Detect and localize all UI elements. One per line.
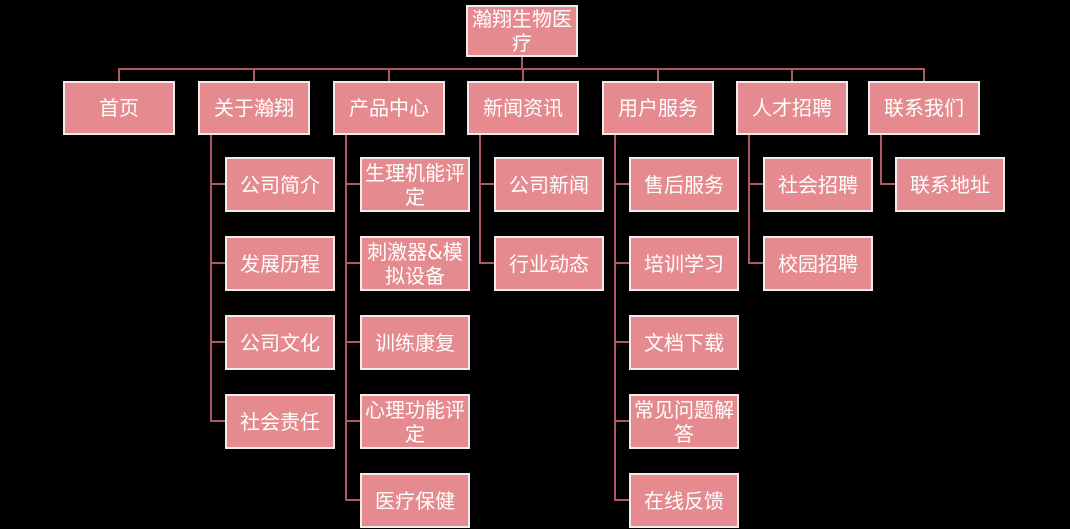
- node-industry-trends[interactable]: 行业动态: [494, 236, 604, 291]
- connector-stub-services-2: [614, 341, 629, 343]
- node-online-feedback[interactable]: 在线反馈: [629, 473, 739, 528]
- connector-stub-careers-1: [748, 262, 763, 264]
- node-services[interactable]: 用户服务: [602, 81, 714, 135]
- connector-drop-about: [253, 68, 255, 81]
- connector-stub-about-0: [210, 183, 225, 185]
- connector-stub-products-4: [345, 499, 360, 501]
- node-company-culture[interactable]: 公司文化: [225, 315, 335, 370]
- connector-drop-home: [118, 68, 120, 81]
- node-document-download[interactable]: 文档下载: [629, 315, 739, 370]
- node-contact-address[interactable]: 联系地址: [895, 157, 1005, 212]
- connector-stub-contact-0: [880, 183, 895, 185]
- node-faq[interactable]: 常见问题解答: [629, 394, 739, 449]
- connector-stub-about-2: [210, 341, 225, 343]
- connector-stub-products-3: [345, 420, 360, 422]
- node-about[interactable]: 关于瀚翔: [198, 81, 310, 135]
- node-social-responsibility[interactable]: 社会责任: [225, 394, 335, 449]
- connector-stub-products-0: [345, 183, 360, 185]
- connector-stub-careers-0: [748, 183, 763, 185]
- connector-drop-careers: [791, 68, 793, 81]
- node-development-history[interactable]: 发展历程: [225, 236, 335, 291]
- connector-drop-services: [657, 68, 659, 81]
- connector-stub-services-3: [614, 420, 629, 422]
- node-social-recruitment[interactable]: 社会招聘: [763, 157, 873, 212]
- connector-stub-products-1: [345, 262, 360, 264]
- connector-trunk-about: [210, 134, 212, 422]
- node-medical-care[interactable]: 医疗保健: [360, 473, 470, 528]
- node-products[interactable]: 产品中心: [333, 81, 445, 135]
- connector-trunk-careers: [748, 134, 750, 264]
- connector-stub-services-1: [614, 262, 629, 264]
- node-contact[interactable]: 联系我们: [868, 81, 980, 135]
- node-training-rehab[interactable]: 训练康复: [360, 315, 470, 370]
- connector-drop-news: [522, 68, 524, 81]
- connector-stub-about-1: [210, 262, 225, 264]
- node-physiological-assessment[interactable]: 生理机能评定: [360, 157, 470, 212]
- node-psychological-assessment[interactable]: 心理功能评定: [360, 394, 470, 449]
- connector-trunk-news: [479, 134, 481, 264]
- connector-trunk-contact: [880, 134, 882, 185]
- node-after-sales[interactable]: 售后服务: [629, 157, 739, 212]
- connector-root-trunk: [521, 56, 523, 69]
- node-company-news[interactable]: 公司新闻: [494, 157, 604, 212]
- connector-stub-services-0: [614, 183, 629, 185]
- connector-stub-about-3: [210, 420, 225, 422]
- node-company-profile[interactable]: 公司简介: [225, 157, 335, 212]
- connector-trunk-products: [345, 134, 347, 501]
- connector-stub-services-4: [614, 499, 629, 501]
- node-campus-recruitment[interactable]: 校园招聘: [763, 236, 873, 291]
- node-careers[interactable]: 人才招聘: [736, 81, 848, 135]
- node-stimulator-simulation[interactable]: 刺激器&模拟设备: [360, 236, 470, 291]
- node-news[interactable]: 新闻资讯: [467, 81, 579, 135]
- node-home[interactable]: 首页: [63, 81, 175, 135]
- connector-level1-horizontal: [118, 68, 925, 70]
- node-root[interactable]: 瀚翔生物医疗: [466, 5, 578, 57]
- connector-drop-contact: [923, 68, 925, 81]
- connector-trunk-services: [614, 134, 616, 501]
- node-training-learning[interactable]: 培训学习: [629, 236, 739, 291]
- connector-stub-news-0: [479, 183, 494, 185]
- connector-drop-products: [388, 68, 390, 81]
- connector-stub-products-2: [345, 341, 360, 343]
- connector-stub-news-1: [479, 262, 494, 264]
